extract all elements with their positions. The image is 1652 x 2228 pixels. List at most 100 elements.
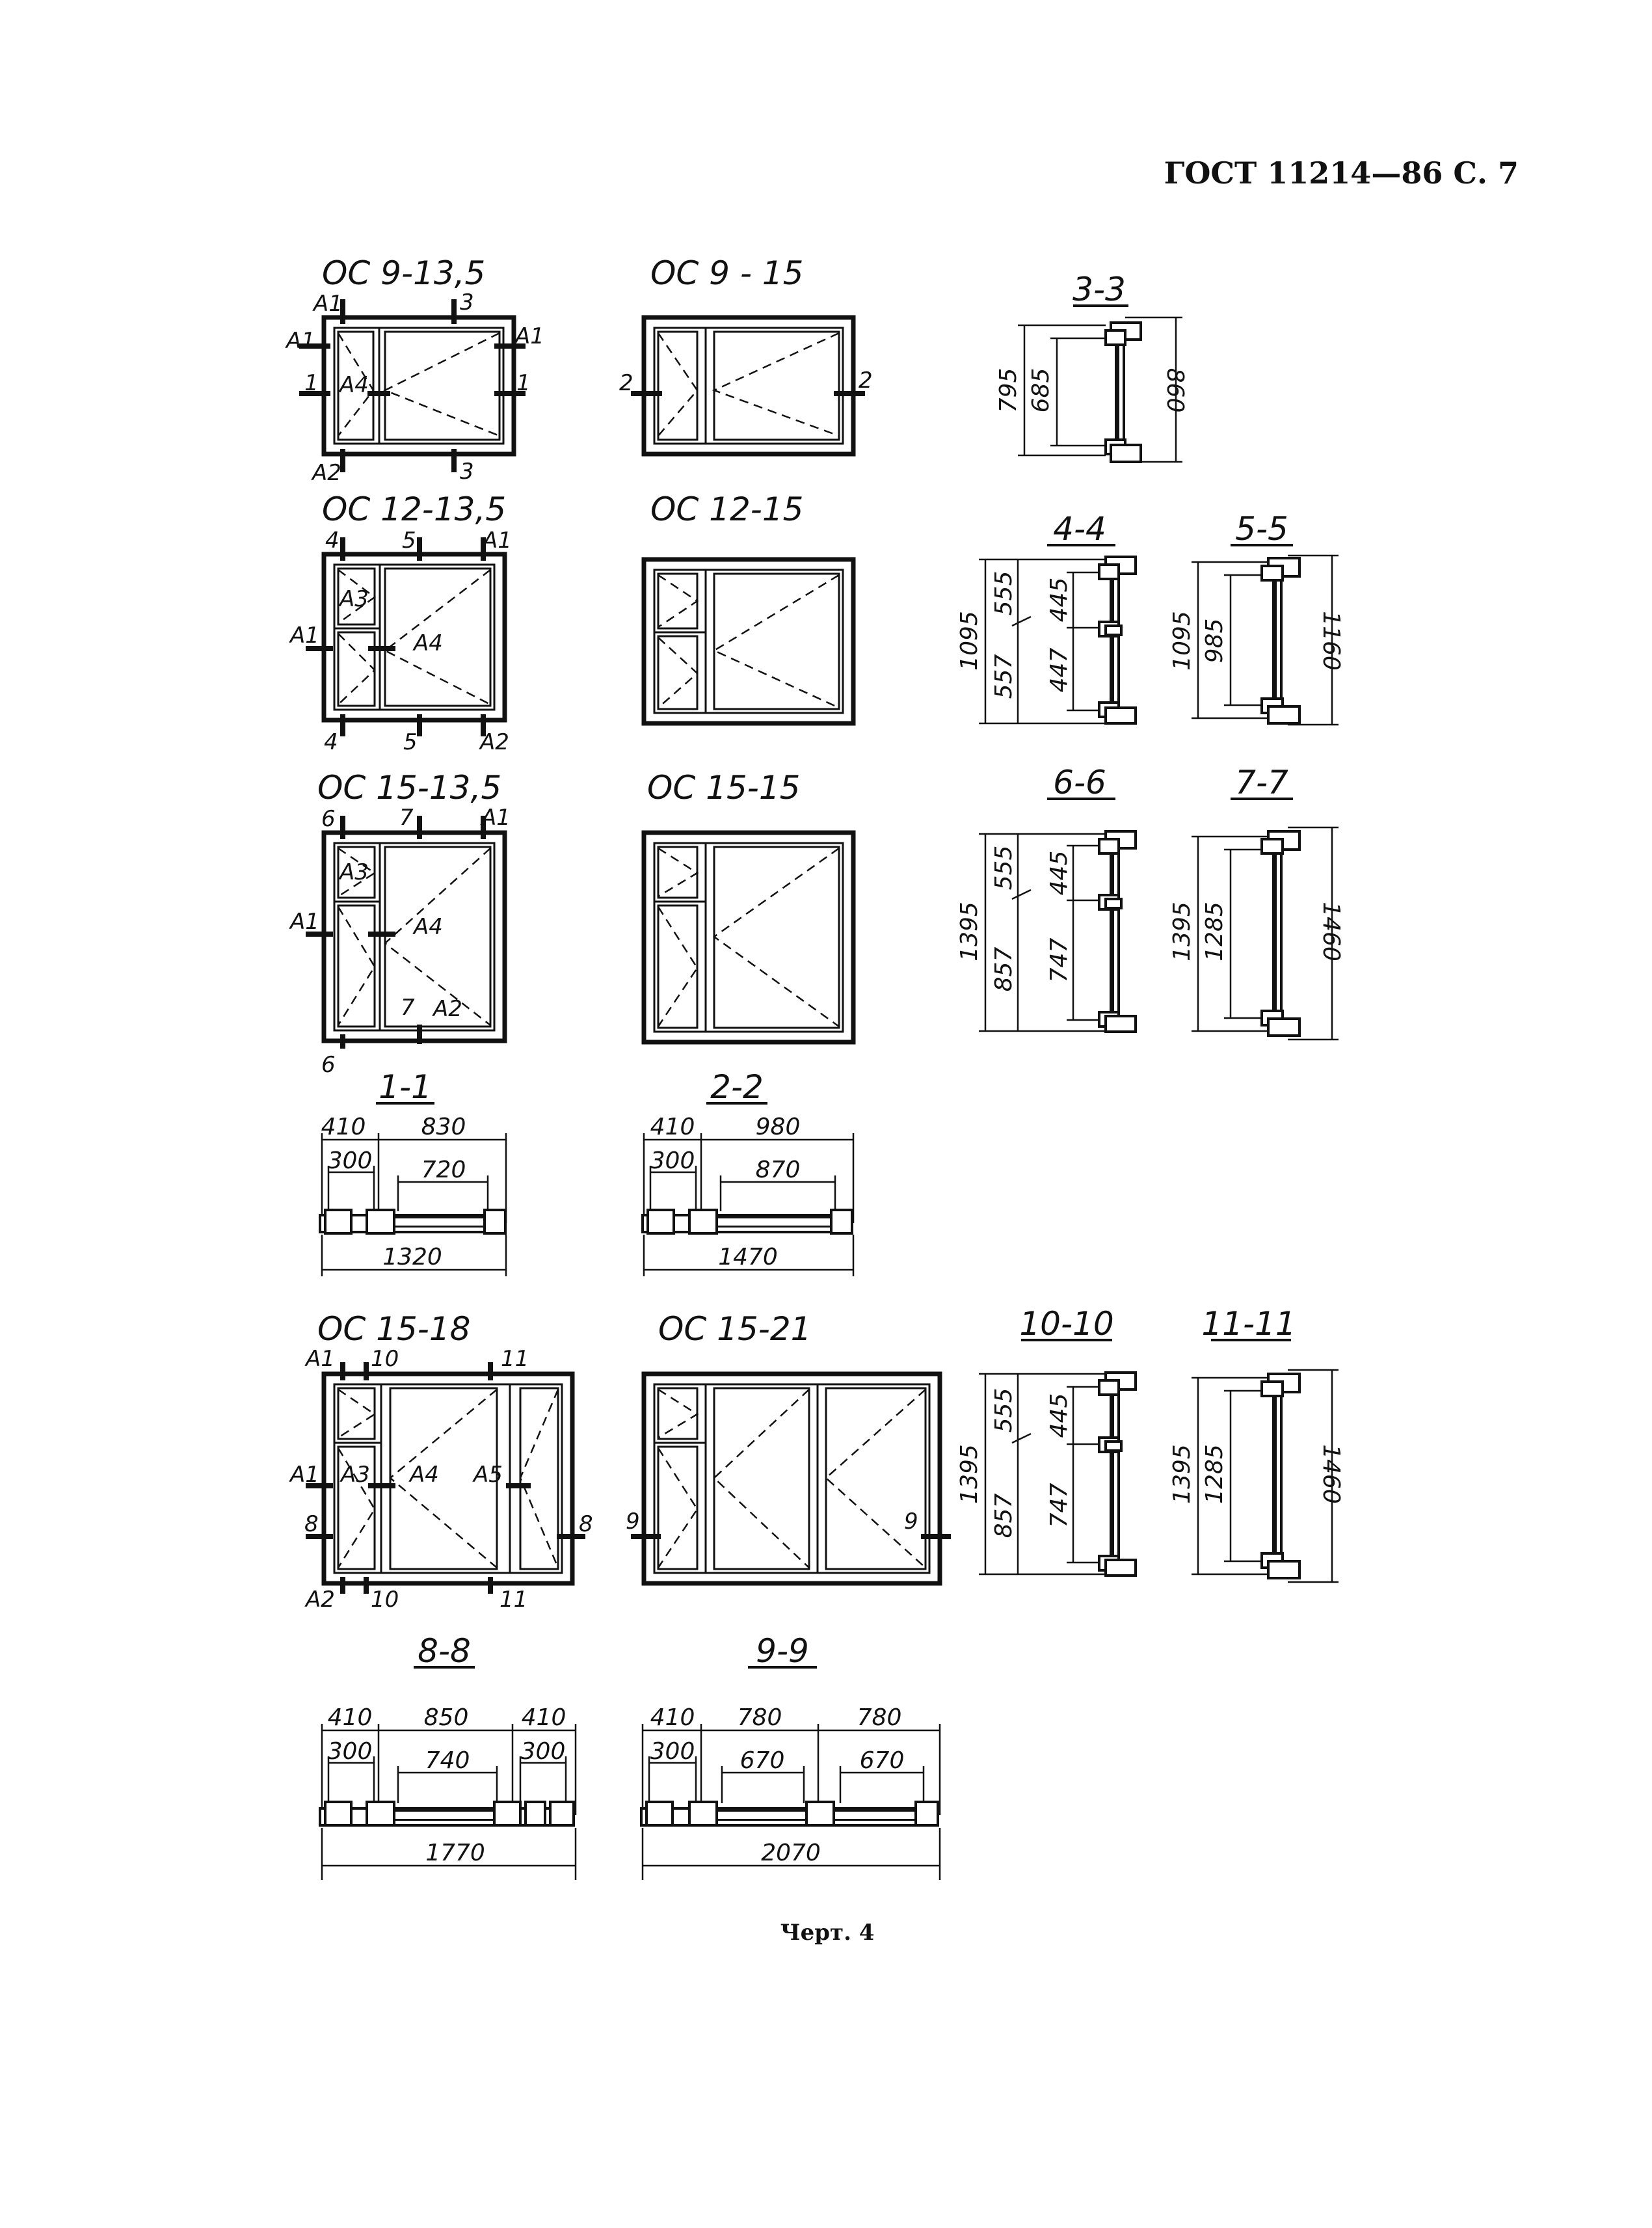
mark-1-left: 1 [304,370,319,396]
dim-410: 410 [321,1114,366,1140]
dim-410-left: 410 [328,1704,373,1731]
section-4-4: 4-4 1095 555 557 445 447 [956,510,1137,725]
mark-a2: A2 [311,460,341,486]
dim-850: 850 [424,1704,469,1731]
mark-6-top: 6 [321,806,336,832]
section-10-10: 10-10 1395 555 857 445 747 [956,1305,1137,1577]
dim-410: 410 [650,1114,695,1140]
section-9-9: 9-9 410 780 780 300 670 670 2070 [640,1632,941,1880]
mark-5-bottom: 5 [403,729,418,755]
section-title: 6-6 [1053,764,1106,801]
mark-a1-left: A1 [285,328,315,354]
window-oc12-13-5: ОС 12-13,5 4 5 A1 A1 A3 A4 4 5 A2 [289,490,512,755]
dim-720: 720 [421,1157,466,1183]
dim-985: 985 [1201,619,1228,664]
dim-795: 795 [995,368,1022,413]
window-title: ОС 9-13,5 [322,254,485,292]
page-header: ГОСТ 11214—86 С. 7 [1164,155,1519,191]
mark-a1-left: A1 [289,909,319,935]
window-oc15-18: ОС 15-18 A1 10 11 A1 A3 A4 A5 8 8 A2 [289,1310,593,1613]
dim-300: 300 [650,1738,695,1765]
dim-555: 555 [991,846,1017,891]
section-title: 2-2 [710,1068,764,1106]
figure-caption: Черт. 4 [780,1920,875,1946]
section-title: 1-1 [379,1068,432,1106]
dim-445: 445 [1046,851,1072,896]
mark-10-bottom: 10 [371,1587,399,1613]
window-title: ОС 15-15 [647,769,800,807]
window-oc15-13-5: ОС 15-13,5 6 7 A1 A1 A3 A4 7 A2 6 [289,769,511,1078]
window-oc9-15: ОС 9 - 15 2 2 [619,254,873,457]
section-title: 10-10 [1019,1305,1113,1343]
section-6-6: 6-6 1395 555 857 445 747 [956,764,1137,1033]
dim-410: 410 [650,1704,695,1731]
dim-670-right: 670 [860,1747,905,1774]
section-3-3: 3-3 795 685 860 [995,271,1188,463]
mark-6-bottom: 6 [321,1052,336,1078]
mark-9-right: 9 [904,1509,918,1535]
dim-1095: 1095 [956,611,983,671]
dim-557: 557 [991,654,1017,699]
dim-300: 300 [328,1148,373,1174]
dim-1320: 1320 [382,1244,442,1270]
mark-a1-top: A1 [481,528,512,554]
mark-a1-left: A1 [289,1462,319,1488]
mark-a4: A4 [338,372,369,398]
dim-860: 860 [1162,368,1188,413]
dim-830: 830 [421,1114,466,1140]
mark-4-bottom: 4 [324,729,338,755]
window-title: ОС 12-15 [650,490,803,528]
section-5-5: 5-5 1095 985 1160 [1169,510,1344,726]
dim-857: 857 [991,1494,1017,1538]
section-title: 3-3 [1072,271,1126,308]
window-oc15-15: ОС 15-15 [641,769,856,1045]
dim-1160: 1160 [1318,611,1344,671]
window-oc15-21: ОС 15-21 9 9 [626,1310,951,1586]
dim-1395: 1395 [956,1444,983,1504]
mark-a3: A3 [338,586,369,612]
mark-2-left: 2 [619,370,633,396]
dim-1095: 1095 [1169,611,1195,671]
mark-a1-right: A1 [514,323,544,349]
section-title: 9-9 [756,1632,809,1670]
section-2-2: 2-2 410 980 300 870 1470 [641,1068,855,1276]
window-title: ОС 15-18 [317,1310,470,1348]
dim-1460: 1460 [1318,902,1344,961]
mark-4-top: 4 [325,528,340,554]
mark-8-right: 8 [579,1511,593,1537]
dim-300: 300 [650,1148,695,1174]
dim-747: 747 [1046,1483,1072,1528]
window-title: ОС 12-13,5 [322,490,506,528]
section-title: 8-8 [418,1632,471,1670]
section-8-8: 8-8 410 850 410 300 740 300 1770 [319,1632,577,1880]
dim-1470: 1470 [718,1244,778,1270]
section-11-11: 11-11 1395 1285 1460 [1169,1305,1344,1583]
dim-300-left: 300 [328,1738,373,1765]
dim-870: 870 [756,1157,801,1183]
dim-780-left: 780 [738,1704,782,1731]
dim-1395: 1395 [1169,1444,1195,1504]
dim-780-right: 780 [857,1704,902,1731]
dim-445: 445 [1046,578,1072,623]
window-title: ОС 15-13,5 [317,769,501,807]
mark-a3: A3 [338,859,369,885]
section-7-7: 7-7 1395 1285 1460 [1169,764,1344,1041]
window-oc12-15: ОС 12-15 [641,490,856,726]
mark-3-top: 3 [460,289,474,315]
window-title: ОС 15-21 [658,1310,811,1348]
section-title: 4-4 [1053,510,1106,548]
mark-a1-top: A1 [480,805,511,831]
mark-a4: A4 [408,1462,439,1488]
mark-a2: A2 [304,1587,335,1613]
section-title: 5-5 [1235,510,1288,548]
dim-555: 555 [991,1388,1017,1433]
dim-447: 447 [1046,648,1072,693]
mark-a1-top: A1 [312,291,343,317]
section-1-1: 1-1 410 830 300 720 1320 [319,1068,507,1276]
dim-1395: 1395 [1169,902,1195,961]
mark-1-right: 1 [516,370,531,396]
mark-a5: A5 [472,1462,503,1488]
window-oc9-13-5: ОС 9-13,5 A1 A1 A1 1 1 A4 A2 3 3 [285,254,544,486]
mark-8-left: 8 [304,1511,319,1537]
